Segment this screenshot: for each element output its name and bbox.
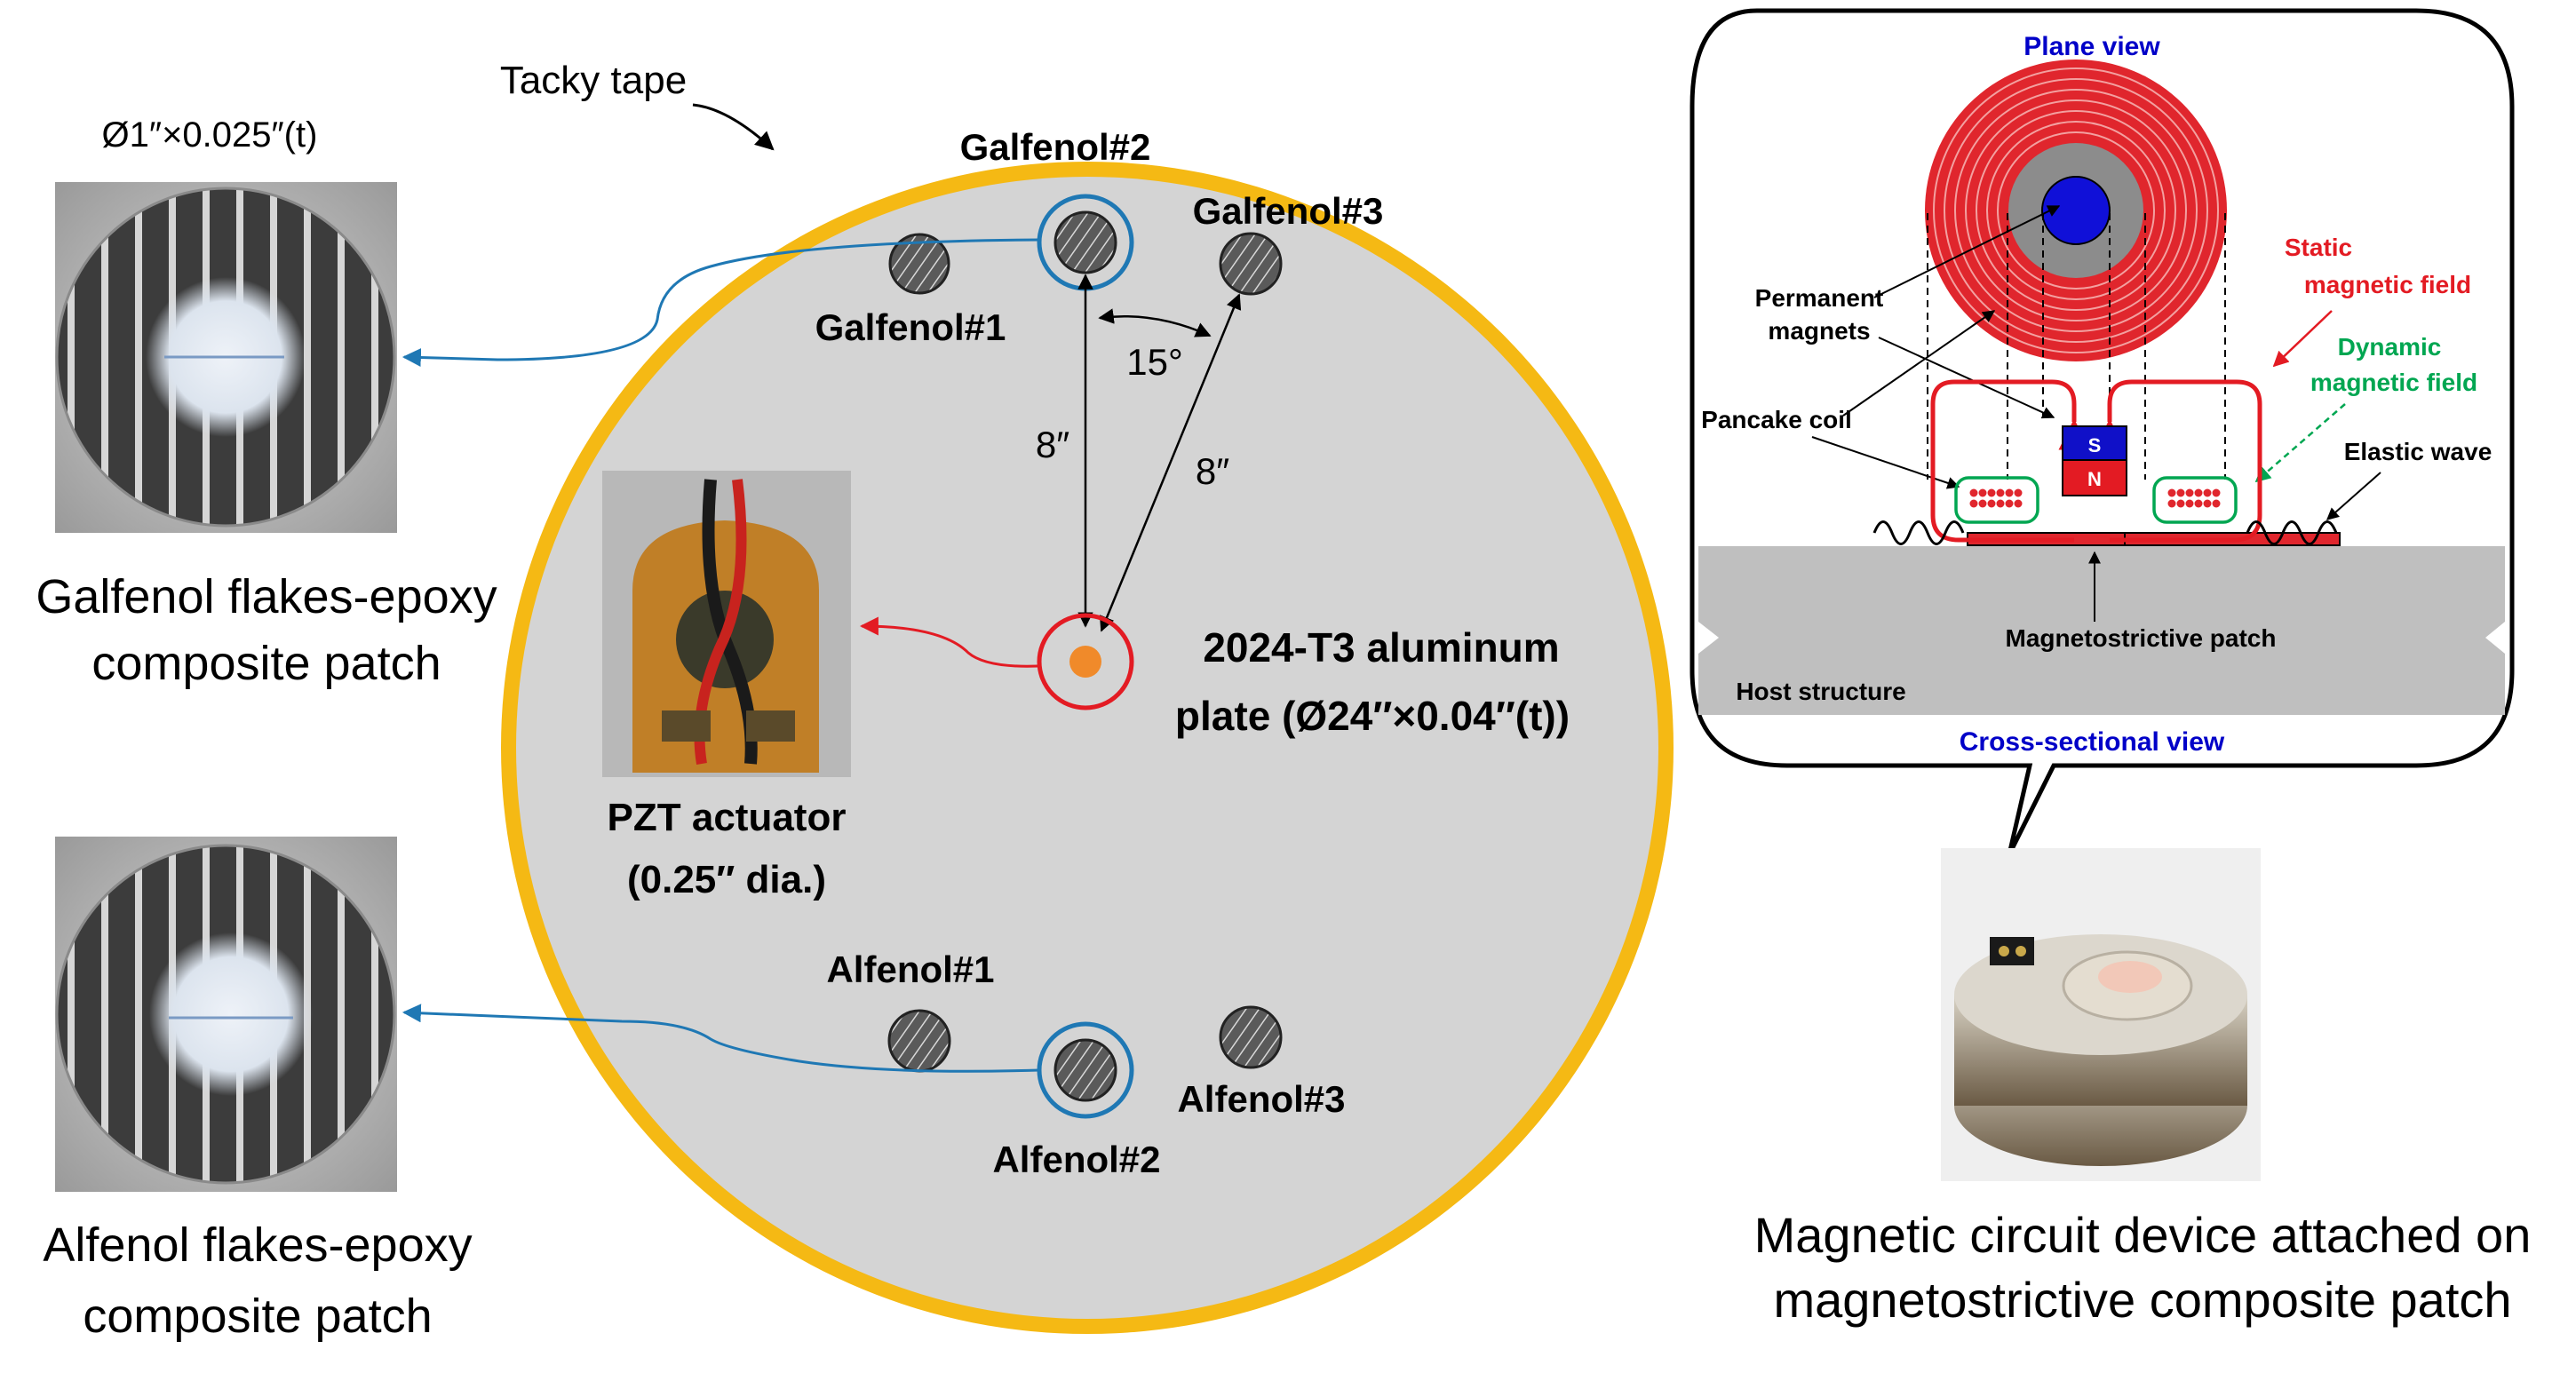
coil-section-right	[2152, 476, 2238, 524]
distance-label-1: 8″	[1036, 424, 1069, 465]
galfenol-1-patch	[888, 233, 950, 295]
static-field-label-line1: Static	[2285, 234, 2352, 261]
plane-view-coil	[1925, 60, 2227, 361]
elastic-wave-label: Elastic wave	[2344, 438, 2493, 465]
elastic-wave-right	[2246, 520, 2338, 545]
angle-label: 15°	[1126, 341, 1183, 383]
galfenol-caption-line2: composite patch	[91, 637, 441, 690]
galfenol-caption-line1: Galfenol flakes-epoxy	[36, 570, 497, 623]
alfenol-3-label: Alfenol#3	[1177, 1078, 1345, 1120]
galfenol-3-patch	[1219, 232, 1283, 296]
galfenol-2-label: Galfenol#2	[960, 126, 1151, 168]
galfenol-link-arrow	[402, 238, 1040, 368]
pzt-photo	[602, 471, 851, 777]
dynamic-field-pointer	[2254, 403, 2346, 483]
pzt-label-line1: PZT actuator	[608, 796, 847, 839]
distance-arrow-2	[1099, 293, 1242, 632]
elastic-wave-left	[1872, 520, 1965, 545]
alfenol-1-label: Alfenol#1	[826, 948, 994, 990]
dynamic-field-label-line1: Dynamic	[2338, 333, 2442, 361]
magnetostrictive-patch-label: Magnetostrictive patch	[2006, 624, 2277, 652]
device-photo	[1941, 848, 2261, 1181]
permanent-magnets-label-line1: Permanent	[1755, 284, 1884, 312]
static-field-loop-left	[1930, 379, 2090, 543]
magnets-pointer-1	[1873, 205, 2061, 298]
alfenol-sample-photo	[55, 837, 397, 1192]
static-field-loop-right	[2094, 379, 2262, 543]
elastic-wave-pointer	[2326, 472, 2381, 520]
dimension-label: Ø1″×0.025″(t)	[102, 115, 318, 155]
alfenol-caption-line2: composite patch	[83, 1290, 432, 1343]
galfenol-sample-photo	[55, 182, 397, 533]
distance-label-2: 8″	[1196, 450, 1229, 492]
coil-section-left	[1954, 476, 2039, 524]
coil-pointer-1	[1842, 310, 1996, 417]
pzt-actuator	[1037, 613, 1134, 710]
plate-label-line1: 2024-T3 aluminum	[1203, 624, 1559, 671]
angle-arc	[1098, 308, 1212, 337]
pzt-label-line2: (0.25″ dia.)	[627, 858, 826, 901]
host-structure	[1698, 546, 2505, 715]
plate-label-line2: plate (Ø24″×0.04″(t))	[1175, 693, 1570, 739]
projection-lines	[1927, 213, 2226, 480]
dynamic-field-label-line2: magnetic field	[2310, 369, 2477, 396]
south-pole-label: S	[2088, 434, 2102, 456]
galfenol-3-label: Galfenol#3	[1193, 190, 1384, 232]
plane-view-title: Plane view	[2023, 32, 2160, 61]
static-field-label-line2: magnetic field	[2304, 271, 2471, 298]
device-caption-line1: Magnetic circuit device attached on	[1754, 1207, 2532, 1263]
galfenol-1-label: Galfenol#1	[815, 306, 1006, 348]
alfenol-caption-line1: Alfenol flakes-epoxy	[43, 1218, 472, 1272]
host-structure-label: Host structure	[1736, 678, 1905, 705]
tacky-tape-arrow	[692, 103, 775, 151]
alfenol-2-label: Alfenol#2	[992, 1139, 1160, 1180]
alfenol-1-patch	[887, 1009, 951, 1073]
alfenol-link-arrow	[402, 1004, 1040, 1073]
pzt-link-arrow	[859, 616, 1038, 668]
static-field-pointer	[2272, 310, 2333, 368]
cross-section-title: Cross-sectional view	[1960, 727, 2225, 757]
device-caption-line2: magnetostrictive composite patch	[1773, 1272, 2511, 1328]
magnets-pointer-2	[1878, 337, 2055, 419]
north-pole-label: N	[2087, 468, 2102, 490]
tacky-tape-label: Tacky tape	[500, 59, 687, 102]
permanent-magnets-label-line2: magnets	[1768, 317, 1870, 345]
magnet-stack	[2062, 425, 2127, 496]
pancake-coil-label: Pancake coil	[1701, 406, 1852, 433]
aluminum-plate	[516, 177, 1658, 1319]
alfenol-3-patch	[1219, 1005, 1283, 1069]
